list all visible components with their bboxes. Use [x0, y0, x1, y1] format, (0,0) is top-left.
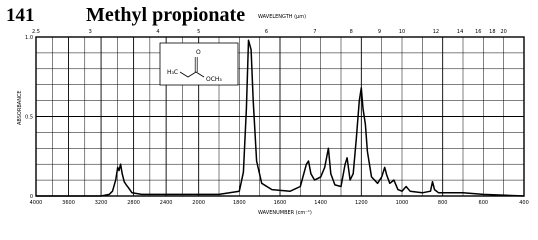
bottom-tick-label: 1000	[396, 200, 409, 206]
compound-name: Methyl propionate	[86, 4, 246, 26]
bottom-tick-label: 1400	[314, 200, 327, 206]
structure-left-group: H₃C	[167, 69, 178, 76]
bottom-tick-label: 2800	[127, 200, 140, 206]
top-tick-label: 14	[457, 29, 463, 35]
bottom-tick-label: 4000	[30, 200, 43, 206]
bottom-tick-label: 3200	[95, 200, 108, 206]
structure-carbonyl-atom: O	[196, 49, 201, 56]
top-tick-label: 18	[489, 29, 495, 35]
y-axis-label: ABSORBANCE	[17, 90, 23, 125]
top-tick-label: 3	[89, 29, 92, 35]
structure-right-group: OCH₃	[206, 76, 222, 83]
top-tick-label: 8	[350, 29, 353, 35]
top-tick-label: 9	[378, 29, 381, 35]
top-tick-label: 4	[156, 29, 159, 35]
top-tick-label: 7	[313, 29, 316, 35]
y-tick-label: 0.5	[25, 115, 33, 121]
structure-inset: H₃C O OCH₃	[159, 42, 239, 86]
top-tick-label: 5	[197, 29, 200, 35]
bottom-tick-label: 1600	[274, 200, 287, 206]
top-tick-label: 6	[265, 29, 268, 35]
structure-bonds	[179, 71, 205, 78]
bottom-tick-label: 1800	[233, 200, 246, 206]
spectrum-number: 141	[6, 5, 35, 26]
top-tick-label: 12	[433, 29, 439, 35]
bottom-tick-label: 2400	[160, 200, 173, 206]
structure-box	[159, 42, 239, 86]
bottom-tick-label: 1200	[355, 200, 368, 206]
bottom-tick-label: 400	[519, 200, 529, 206]
bottom-tick-label: 600	[479, 200, 489, 206]
grid-lines	[35, 37, 525, 196]
bottom-tick-label: 2000	[192, 200, 205, 206]
top-tick-label: 2.5	[32, 29, 40, 35]
bottom-tick-label: 3600	[62, 200, 75, 206]
bottom-tick-label: 800	[438, 200, 448, 206]
top-tick-label: 10	[399, 29, 405, 35]
top-tick-label: 20	[500, 29, 506, 35]
y-tick-label: 1.0	[25, 35, 33, 41]
absorbance-trace	[36, 39, 525, 197]
y-tick-label: 0	[30, 194, 33, 200]
top-tick-label: 16	[475, 29, 481, 35]
bottom-axis-label: WAVENUMBER (cm⁻¹)	[258, 210, 312, 216]
top-axis-label: WAVELENGTH (µm)	[258, 14, 306, 20]
